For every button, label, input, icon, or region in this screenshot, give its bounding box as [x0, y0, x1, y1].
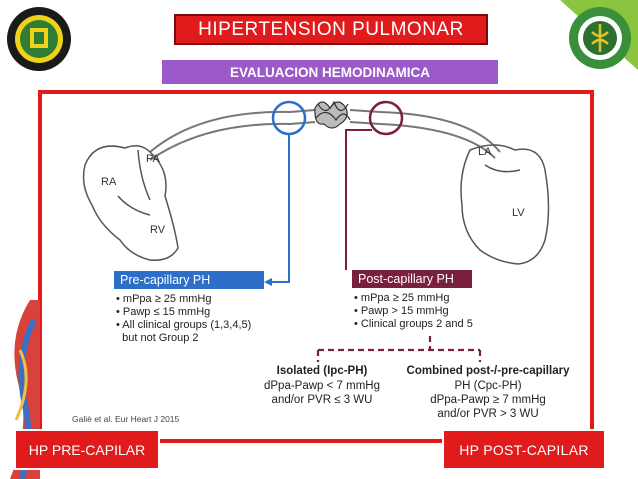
capillary-bed — [314, 100, 351, 129]
pre-bullet-3: • All clinical groups (1,3,4,5) — [116, 319, 252, 331]
combined-line-2: dPpa-Pawp ≥ 7 mmHg — [430, 394, 546, 406]
isolated-title: Isolated (Ipc-PH) — [276, 365, 368, 377]
citation: Galiè et al. Eur Heart J 2015 — [72, 414, 180, 424]
university-logo — [7, 7, 71, 71]
post-capillary-title: Post-capillary PH — [352, 270, 472, 288]
pre-capillary-marker — [271, 100, 307, 136]
pre-bullet-2: • Pawp ≤ 15 mmHg — [116, 306, 211, 318]
label-rv: RV — [150, 224, 166, 236]
combined-title: Combined post-/-pre-capillary — [406, 365, 570, 377]
post-branch-lines — [316, 336, 482, 362]
diagram-frame — [38, 90, 594, 443]
page-title: HIPERTENSION PULMONAR — [174, 14, 488, 45]
hp-post-capilar-tag: HP POST-CAPILAR — [442, 429, 606, 470]
label-pa: PA — [146, 153, 160, 165]
isolated-line-2: and/or PVR ≤ 3 WU — [271, 394, 373, 406]
post-bullet-1: • mPpa ≥ 25 mmHg — [354, 292, 450, 304]
left-heart — [460, 144, 550, 265]
label-la: LA — [478, 146, 492, 158]
label-lv: LV — [512, 207, 525, 219]
pre-capillary-title: Pre-capillary PH — [114, 271, 264, 289]
hp-pre-capilar-tag: HP PRE-CAPILAR — [14, 429, 160, 470]
post-bullet-3: • Clinical groups 2 and 5 — [354, 318, 473, 330]
pre-bullet-1: • mPpa ≥ 25 mmHg — [116, 293, 212, 305]
pre-bullet-4: but not Group 2 — [116, 332, 199, 344]
combined-line-3: and/or PVR > 3 WU — [437, 408, 539, 420]
page-subtitle: EVALUACION HEMODINAMICA — [162, 60, 498, 84]
combined-line-1: PH (Cpc-PH) — [454, 380, 522, 392]
isolated-line-1: dPpa-Pawp < 7 mmHg — [263, 380, 380, 392]
post-bullet-2: • Pawp > 15 mmHg — [354, 305, 449, 317]
label-ra: RA — [101, 176, 117, 188]
faculty-logo — [569, 7, 631, 69]
right-heart — [82, 145, 179, 261]
post-capillary-marker — [368, 100, 404, 136]
